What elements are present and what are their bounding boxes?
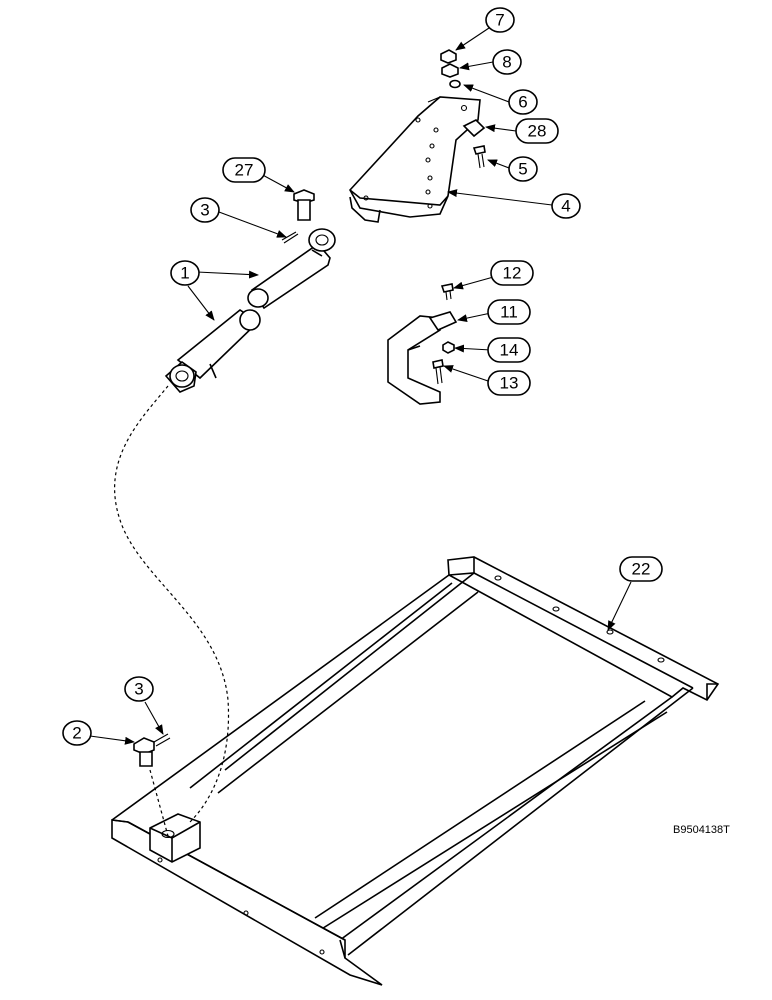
callout-balloon: 22 <box>619 556 663 582</box>
pin-2-and-cotter-3 <box>133 733 171 767</box>
callout-label-14: 14 <box>500 341 519 360</box>
callout-label-13: 13 <box>500 374 519 393</box>
callout-balloon: 5 <box>508 156 538 182</box>
hose-route-line <box>114 385 230 823</box>
bracket-plate-4 <box>349 49 486 223</box>
callout-label-27: 27 <box>235 161 254 180</box>
callout-label-2: 2 <box>72 724 81 743</box>
figure-reference-number: B9504138T <box>673 824 730 836</box>
callout-balloon: 7 <box>485 7 515 33</box>
callout-balloon: 3 <box>124 676 154 702</box>
callout-balloon: 27 <box>222 157 266 183</box>
callout-label-3-upper: 3 <box>200 201 209 220</box>
frame-assembly <box>111 556 720 986</box>
callout-balloon: 28 <box>515 118 559 144</box>
callout-label-7: 7 <box>495 11 504 30</box>
callout-balloon: 8 <box>492 49 522 75</box>
callout-label-12: 12 <box>503 264 522 283</box>
callout-balloon: 2 <box>62 720 92 746</box>
callout-balloon: 6 <box>508 89 538 115</box>
callout-balloon: 3 <box>190 197 220 223</box>
callout-balloon: 12 <box>490 260 534 286</box>
callout-label-6: 6 <box>518 93 527 112</box>
callout-label-11: 11 <box>500 303 518 322</box>
callout-label-22: 22 <box>632 560 651 579</box>
callout-label-8: 8 <box>502 53 511 72</box>
callout-label-4: 4 <box>561 197 570 216</box>
leader-lines <box>89 27 632 745</box>
callout-balloon: 13 <box>487 370 531 396</box>
callout-balloon: 1 <box>170 260 200 286</box>
callout-label-28: 28 <box>528 122 547 141</box>
callout-balloon: 14 <box>487 337 531 363</box>
callout-balloon: 11 <box>487 299 531 325</box>
callout-label-5: 5 <box>518 160 527 179</box>
bracket-11 <box>387 283 458 405</box>
hydraulic-cylinder-1 <box>164 189 336 393</box>
callout-label-3-lower: 3 <box>134 680 143 699</box>
callout-balloon: 4 <box>551 193 581 219</box>
callout-label-1: 1 <box>180 264 189 283</box>
